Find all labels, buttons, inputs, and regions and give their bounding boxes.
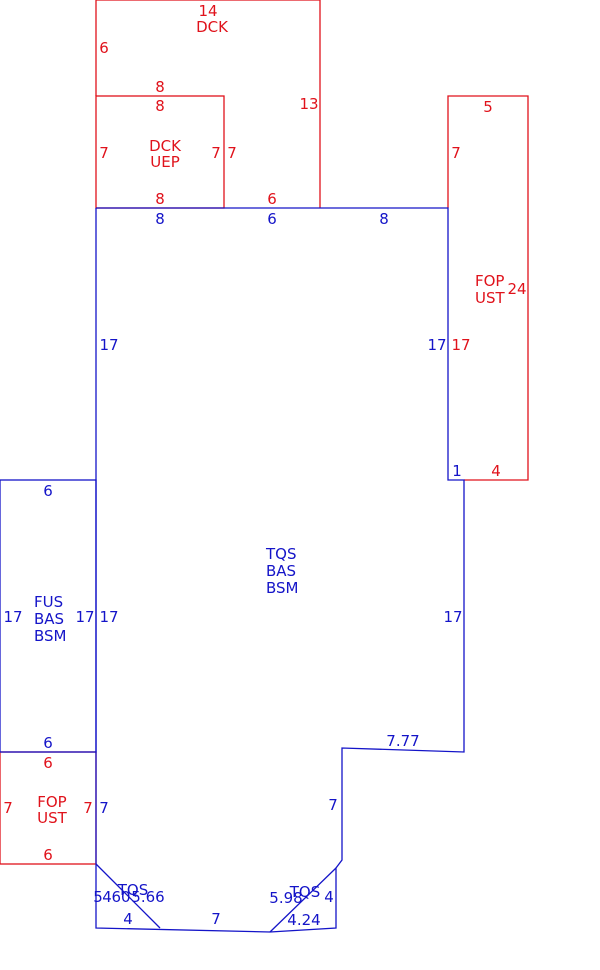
fop-right-top-dim: 5 — [483, 98, 493, 116]
main-top-dim-b: 6 — [267, 210, 277, 228]
main-top-dim-a: 8 — [155, 210, 165, 228]
fop-right-bottom-dim: 4 — [491, 462, 501, 480]
main-right-upper-dim: 17 — [427, 336, 446, 354]
dck-mid-top-dim: 8 — [155, 78, 165, 96]
deck-name: DCK — [196, 18, 229, 36]
uep-left-dim: 7 — [99, 144, 109, 162]
tqs-left-diagonal — [95, 863, 161, 929]
tqs-left-dim-d: 5.66 — [131, 888, 164, 906]
main-top-dim-c: 8 — [379, 210, 389, 228]
tqs-left-dim-b: 4 — [102, 888, 112, 906]
main-right-lower-dim: 17 — [443, 608, 462, 626]
main-name-2: BAS — [266, 562, 296, 580]
main-left-bottom-dim: 7 — [99, 799, 109, 817]
main-notch-dim: 7.77 — [386, 732, 419, 750]
fop-right-left-dim: 7 — [451, 144, 461, 162]
fop-left-left-dim: 7 — [3, 799, 13, 817]
uep-right-dim-b: 7 — [227, 144, 237, 162]
uep-bottom-dim: 8 — [155, 190, 165, 208]
fus-top-dim: 6 — [43, 482, 53, 500]
dck-bottom-dim: 6 — [267, 190, 277, 208]
fop-left-top-dim: 6 — [43, 754, 53, 772]
fus-right-dim: 17 — [75, 608, 94, 626]
fus-outline — [0, 479, 97, 753]
deck-outline — [95, 0, 321, 208]
tqs-right-dim-a: 5.98 — [269, 889, 302, 907]
fus-name-1: FUS — [34, 593, 63, 611]
tqs-left-dim-a: 5 — [93, 888, 103, 906]
bottom-mid-dim: 7 — [211, 910, 221, 928]
uep-right-dim-a: 7 — [211, 144, 221, 162]
fop-left-bottom-dim: 6 — [43, 846, 53, 864]
main-notch-vertical-dim: 7 — [328, 796, 338, 814]
fop-left-name-2: UST — [37, 809, 68, 827]
fop-right-area — [447, 95, 529, 481]
main-name-1: TQS — [265, 545, 297, 563]
tqs-left-bottom-dim: 4 — [123, 910, 133, 928]
deck-area — [95, 0, 321, 208]
dck-right-dim: 13 — [299, 95, 318, 113]
tqs-right-dim-b: 4 — [324, 888, 334, 906]
tqs-right-diagonal — [269, 867, 337, 933]
uep-name-1: DCK — [149, 137, 182, 155]
fus-name-2: BAS — [34, 610, 64, 628]
fop-right-name-2: UST — [475, 289, 506, 307]
fus-name-3: BSM — [34, 627, 67, 645]
uep-top-dim: 8 — [155, 97, 165, 115]
fus-left-dim: 17 — [3, 608, 22, 626]
fop-left-name-1: FOP — [37, 793, 66, 811]
uep-name-2: UEP — [150, 153, 180, 171]
main-outline — [95, 207, 465, 933]
tqs-right-dim-c: 4.24 — [287, 911, 320, 929]
main-name-3: BSM — [266, 579, 299, 597]
main-area — [95, 207, 465, 933]
tqs-right-name: TQS — [289, 883, 321, 901]
deck-top-dim: 14 — [198, 2, 217, 20]
fus-bottom-dim: 6 — [43, 734, 53, 752]
fop-right-name-1: FOP — [475, 272, 504, 290]
fop-right-right-dim: 24 — [507, 280, 526, 298]
tqs-left-name: TQS — [117, 881, 149, 899]
dck-left-dim: 6 — [99, 39, 109, 57]
fop-right-inner-dim: 17 — [451, 336, 470, 354]
main-step-dim: 1 — [452, 462, 462, 480]
tqs-left-dim-c: 60 — [111, 888, 130, 906]
fus-area — [0, 479, 97, 753]
main-left-lower-dim: 17 — [99, 608, 118, 626]
fop-right-outline — [447, 95, 529, 481]
main-left-upper-dim: 17 — [99, 336, 118, 354]
fop-left-right-dim: 7 — [83, 799, 93, 817]
